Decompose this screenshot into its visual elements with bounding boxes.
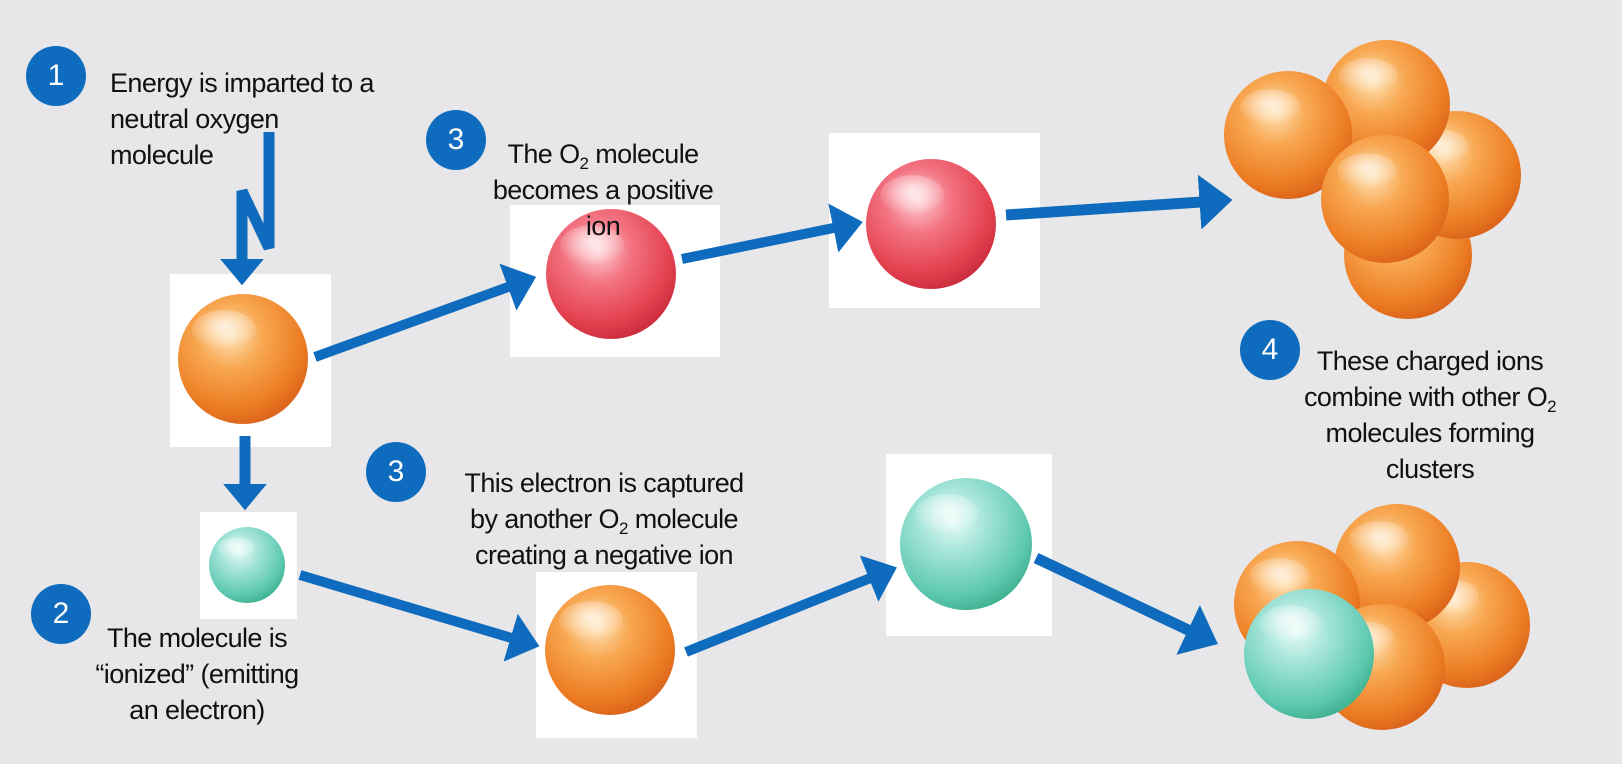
step-3-negative-label: This electron is captured by another O2 … <box>430 465 778 573</box>
step-3-positive-badge: 3 <box>426 110 486 170</box>
arrows <box>220 132 1233 662</box>
step-2-label: The molecule is “ionized” (emitting an e… <box>52 620 342 728</box>
step-3-positive-line-3: ion <box>585 211 621 241</box>
emitted-electron <box>209 527 285 603</box>
step-4-line-1: These charged ions <box>1316 346 1544 376</box>
step-3-negative-line-1: This electron is captured <box>464 468 744 498</box>
captured-oxygen-molecule <box>545 585 675 715</box>
negative-ion-cluster <box>1234 504 1530 730</box>
step-3-negative-badge: 3 <box>366 442 426 502</box>
energy-bolt-arrow <box>220 132 275 286</box>
arrow-to-negative-ion <box>684 555 897 657</box>
positive-ion-molecule-2 <box>866 159 996 289</box>
step-1-line-2: neutral oxygen <box>110 104 279 134</box>
positive-ion-cluster <box>1224 40 1521 319</box>
step-3-positive-label: The O2 molecule becomes a positive ion <box>449 136 757 244</box>
step-1-line-1: Energy is imparted to a <box>110 68 374 98</box>
positive-ion-molecule <box>546 209 676 339</box>
arrow-to-negative-cluster <box>1033 553 1218 655</box>
arrow-to-positive-cluster <box>1005 174 1233 230</box>
step-1-badge: 1 <box>26 46 86 106</box>
step-2-line-1: The molecule is <box>106 623 288 653</box>
neutral-molecule <box>178 294 308 424</box>
negative-ion-molecule <box>900 478 1032 610</box>
step-4-line-3: molecules forming <box>1325 418 1535 448</box>
arrow-electron-to-molecule <box>298 570 540 662</box>
step-4-line-2: combine with other O2 <box>1304 382 1557 416</box>
arrow-positive-ion-forward <box>680 203 863 264</box>
step-4-label: These charged ions combine with other O2… <box>1265 343 1595 487</box>
step-3-positive-line-1: The O2 molecule <box>507 139 699 173</box>
step-4-line-4: clusters <box>1385 454 1475 484</box>
step-1-label: Energy is imparted to a neutral oxygen m… <box>110 65 374 173</box>
step-3-negative-line-3: creating a negative ion <box>475 540 733 570</box>
step-3-positive-line-2: becomes a positive <box>492 175 714 205</box>
step-3-negative-line-2: by another O2 molecule <box>470 504 739 538</box>
step-2-badge: 2 <box>31 584 91 644</box>
step-1-line-3: molecule <box>110 140 214 170</box>
step-2-line-2: “ionized” (emitting <box>95 659 299 689</box>
arrow-to-positive-ion <box>313 263 537 362</box>
step-2-line-3: an electron) <box>129 695 265 725</box>
step-4-badge: 4 <box>1240 320 1300 380</box>
